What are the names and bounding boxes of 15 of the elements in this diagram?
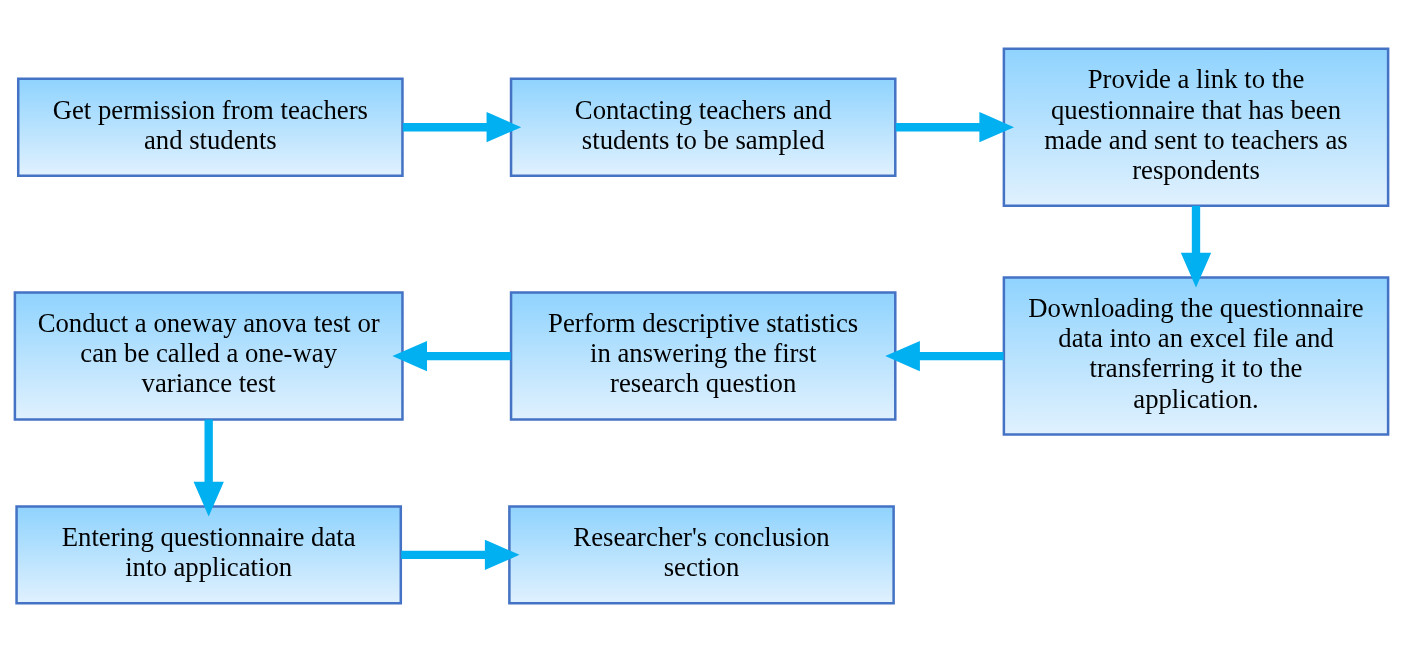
arrow [193,419,224,516]
node-box: Provide a link to the questionnaire that has been made and sent to teachers as respondents [1002,46,1390,207]
arrow [392,340,511,371]
arrow [402,111,522,142]
node-box: Downloading the questionnaire data into an excel file and transferring it to the application. [1002,275,1390,436]
node-box: Entering questionnaire data into application [15,504,403,605]
node-box: Perform descriptive statistics in answering the first research question [509,290,897,421]
node-box: Get permission from teachers and students [16,77,404,177]
node-box: Contacting teachers and students to be sampled [509,77,897,177]
arrow [895,111,1015,142]
node-box: Researcher's conclusion section [508,504,895,605]
arrow [885,340,1004,371]
arrow [401,539,520,570]
node-box: Conduct a oneway anova test or can be called a one-way variance test [13,290,404,421]
arrow [1180,205,1212,287]
